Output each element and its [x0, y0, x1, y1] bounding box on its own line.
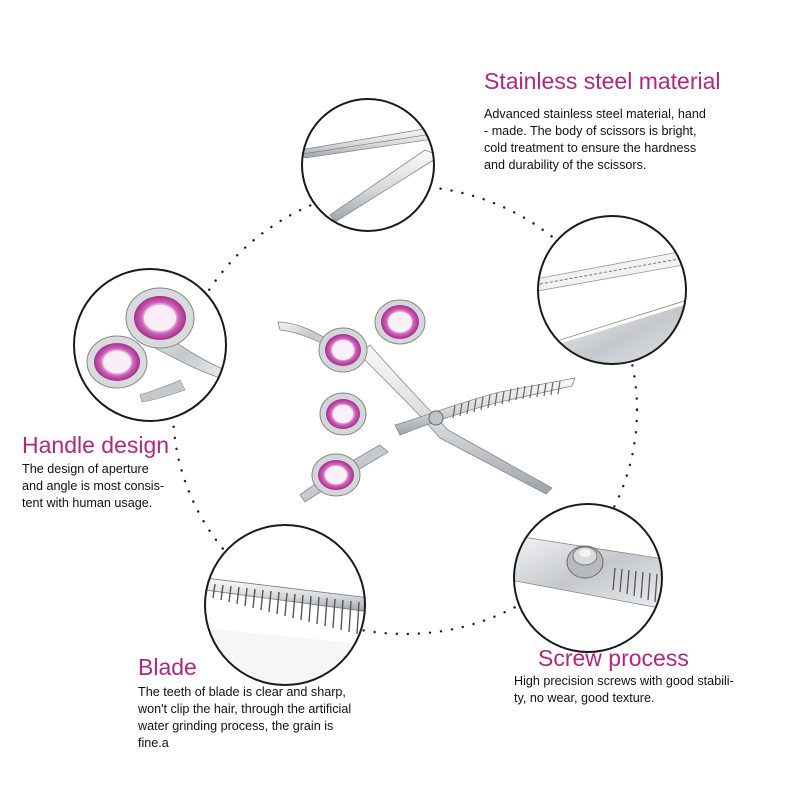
blade-line: won't clip the hair, through the artific… — [138, 702, 352, 716]
handle-line: tent with human usage. — [22, 496, 153, 510]
handle-description: The design of aperture and angle is most… — [22, 461, 164, 512]
blade-edge-closeup-image — [537, 215, 687, 365]
screw-title: Screw process — [538, 645, 689, 671]
blade-line: fine.a — [138, 736, 169, 750]
handle-closeup-image — [73, 268, 227, 422]
dotted-orbit — [171, 184, 639, 636]
screw-description: High precision screws with good stabili-… — [514, 673, 734, 707]
scissors-set-image — [277, 299, 576, 503]
steel-description: Advanced stainless steel material, hand … — [484, 106, 706, 174]
blade-description: The teeth of blade is clear and sharp, w… — [138, 684, 351, 752]
screw-closeup-image — [513, 503, 663, 653]
steel-line: and durability of the scissors. — [484, 158, 647, 172]
steel-line: - made. The body of scissors is bright, — [484, 124, 697, 138]
handle-title: Handle design — [22, 432, 170, 458]
handle-line: The design of aperture — [22, 462, 149, 476]
thinning-teeth-closeup-image — [204, 524, 366, 686]
blade-title: Blade — [138, 654, 197, 680]
screw-line: High precision screws with good stabili- — [514, 674, 734, 688]
blade-tip-closeup-image — [301, 98, 435, 232]
blade-line: The teeth of blade is clear and sharp, — [138, 685, 346, 699]
steel-line: cold treatment to ensure the hardness — [484, 141, 697, 155]
steel-line: Advanced stainless steel material, hand — [484, 107, 706, 121]
steel-title: Stainless steel material — [484, 68, 721, 94]
blade-line: water grinding process, the grain is — [138, 719, 334, 733]
screw-line: ty, no wear, good texture. — [514, 691, 655, 705]
handle-line: and angle is most consis- — [22, 479, 165, 493]
